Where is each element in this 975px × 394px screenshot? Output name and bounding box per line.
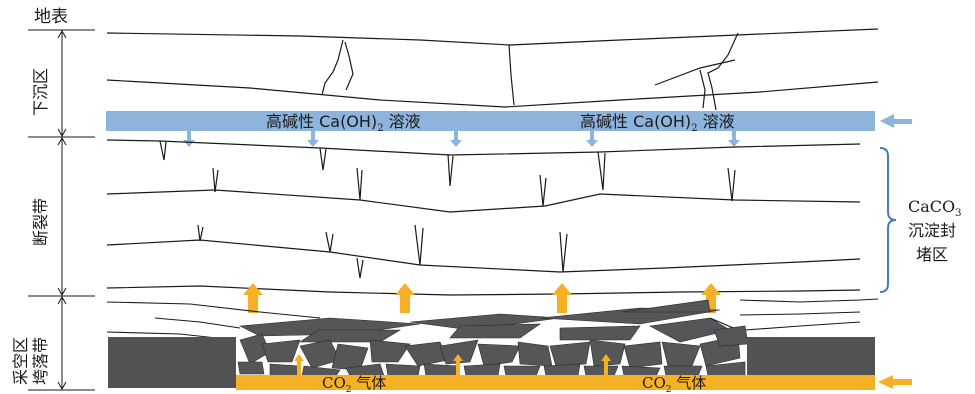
solution-down-arrow <box>586 131 598 147</box>
gas-label-1: CO2 气体 <box>322 374 386 394</box>
gas-seep-arrow <box>294 354 304 375</box>
fracture-crack <box>356 257 364 279</box>
subsidence-zone-label-group: 下沉区 <box>31 68 50 116</box>
fracture-crack <box>559 231 568 273</box>
caved-rock-rubble <box>237 299 749 377</box>
fracture-crack <box>325 231 334 253</box>
surface-crack-3 <box>508 44 515 106</box>
gas-up-arrow <box>395 283 415 313</box>
solution-down-arrow <box>183 131 195 147</box>
left-depth-axis <box>28 29 95 391</box>
solution-label-1: 高碱性 Ca(OH)2 溶液 <box>266 112 421 134</box>
caving-stratum <box>106 301 321 319</box>
solution-label-2: 高碱性 Ca(OH)2 溶液 <box>580 112 735 134</box>
sealing-zone-label-3: 堵区 <box>916 245 948 264</box>
subsidence-zone-label: 下沉区 <box>31 68 50 116</box>
fracture-crack <box>356 167 363 201</box>
gas-seep-arrow <box>601 354 611 375</box>
sealing-zone-bracket <box>879 147 897 293</box>
sealing-zone-formula: CaCO3 <box>908 197 962 219</box>
solution-injection-arrow <box>880 114 912 128</box>
gas-up-arrow <box>243 283 263 313</box>
subsidence-strata <box>106 28 879 111</box>
sealing-zone-label-2: 沉淀封 <box>908 221 956 240</box>
fracture-crack <box>539 174 547 207</box>
left-coal-pillar <box>108 337 236 388</box>
caving-stratum <box>744 321 861 331</box>
gas-seep-arrows <box>294 354 611 375</box>
fracture-crack <box>727 167 736 202</box>
surface-label: 地表 <box>34 7 68 27</box>
solution-down-arrows <box>183 131 740 147</box>
caving-zone-label-group: 采空区 垮落带 <box>11 337 50 385</box>
surface-line <box>106 28 879 46</box>
solution-down-arrow <box>307 131 319 147</box>
fracture-strata <box>106 139 861 296</box>
solution-injection-band <box>106 111 875 131</box>
fracture-zone-label-group: 断裂带 <box>31 198 50 246</box>
caving-stratum <box>154 317 241 329</box>
fracture-crack <box>447 153 454 187</box>
fracture-zone-label: 断裂带 <box>31 198 50 246</box>
solution-down-arrow <box>450 131 462 147</box>
fracture-stratum-3 <box>106 239 861 273</box>
gas-injection-band <box>236 375 875 390</box>
surface-crack-4 <box>707 32 739 111</box>
surface-crack-5 <box>654 59 736 86</box>
caving-stratum <box>739 311 861 316</box>
surface-crack-1 <box>321 39 344 96</box>
solution-down-arrow <box>728 131 740 147</box>
fracture-crack <box>414 224 424 266</box>
gas-up-arrow <box>552 283 572 313</box>
fracture-stratum-1 <box>106 139 861 156</box>
gas-label-2: CO2 气体 <box>642 374 706 394</box>
gas-seep-arrow <box>453 354 463 375</box>
surface-crack-6 <box>699 69 706 109</box>
fracture-crack <box>319 147 327 171</box>
subsidence-stratum-2 <box>106 79 879 108</box>
caving-stratum <box>739 298 879 303</box>
fracture-crack <box>597 151 606 191</box>
caving-zone-label-line2: 垮落带 <box>31 337 50 385</box>
caving-zone-label-line1: 采空区 <box>11 337 30 385</box>
fracture-stratum-4 <box>106 285 861 296</box>
fracture-crack <box>212 167 219 193</box>
fracture-stratum-2 <box>106 189 861 213</box>
surface-crack-2 <box>344 41 354 91</box>
fracture-crack <box>159 140 167 161</box>
fracture-crack <box>197 224 204 242</box>
gas-injection-arrow <box>878 375 912 389</box>
